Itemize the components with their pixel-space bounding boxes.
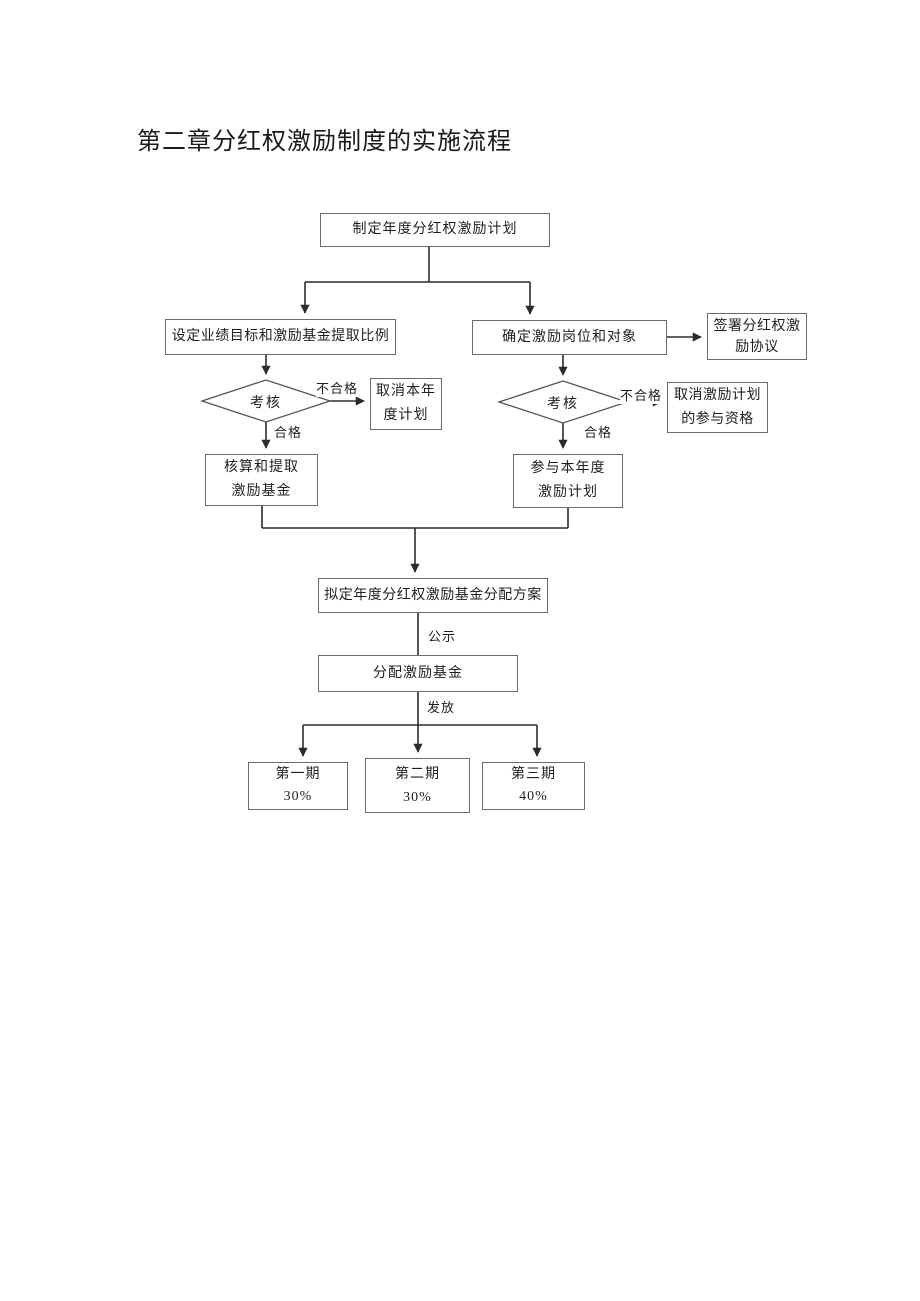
edge-label-pass-right: 合格: [584, 422, 613, 441]
node-draft-distribution-plan: 拟定年度分红权激励基金分配方案: [318, 578, 548, 613]
edge-label-issue: 发放: [427, 697, 456, 716]
phase-name: 第二期: [395, 766, 440, 782]
phase-percent: 30%: [403, 789, 432, 805]
node-label-line1: 签署分红权激: [713, 318, 801, 334]
node-label-line2: 励协议: [735, 339, 779, 355]
node-label: 分配激励基金: [373, 665, 463, 681]
node-determine-positions: 确定激励岗位和对象: [472, 320, 667, 355]
node-label-line2: 激励基金: [231, 484, 292, 499]
node-label-line1: 取消本年: [376, 384, 436, 399]
edge-label-publicity: 公示: [428, 626, 457, 645]
node-label-line2: 的参与资格: [681, 411, 754, 427]
node-label-line1: 参与本年度: [530, 461, 606, 476]
node-make-annual-plan: 制定年度分红权激励计划: [320, 213, 550, 247]
node-cancel-year-plan: 取消本年 度计划: [370, 378, 442, 430]
decision-label-assessment-right: 考核: [547, 397, 579, 412]
phase-percent: 30%: [283, 789, 313, 804]
node-sign-agreement: 签署分红权激 励协议: [707, 313, 807, 360]
node-join-year-plan: 参与本年度 激励计划: [513, 454, 623, 508]
node-label: 设定业绩目标和激励基金提取比例: [171, 329, 390, 344]
edge-label-pass-left: 合格: [274, 422, 303, 441]
node-label-line2: 度计划: [383, 408, 429, 423]
node-distribute-fund: 分配激励基金: [318, 655, 518, 692]
node-label-line2: 激励计划: [538, 485, 598, 500]
node-label-line1: 取消激励计划: [674, 387, 761, 403]
node-cancel-participation: 取消激励计划 的参与资格: [667, 382, 768, 433]
edge-label-fail-left: 不合格: [316, 378, 359, 397]
node-phase-3: 第三期 40%: [482, 762, 585, 810]
decision-label-assessment-left: 考核: [250, 396, 282, 411]
chapter-title: 第二章分红权激励制度的实施流程: [137, 129, 512, 155]
node-calculate-extract-fund: 核算和提取 激励基金: [205, 454, 318, 506]
connector-distribute-split: [303, 692, 537, 726]
node-set-targets-and-ratio: 设定业绩目标和激励基金提取比例: [165, 319, 396, 355]
edge-label-fail-right: 不合格: [620, 385, 663, 404]
phase-percent: 40%: [519, 789, 548, 804]
node-label: 确定激励岗位和对象: [502, 329, 637, 345]
node-label: 拟定年度分红权激励基金分配方案: [324, 587, 542, 603]
phase-name: 第一期: [275, 767, 321, 782]
connector-plan-split: [305, 247, 530, 283]
node-phase-1: 第一期 30%: [248, 762, 348, 810]
phase-name: 第三期: [511, 767, 556, 782]
connector-merge: [261, 506, 569, 529]
node-label-line1: 核算和提取: [224, 460, 299, 475]
node-phase-2: 第二期 30%: [365, 758, 470, 813]
node-label: 制定年度分红权激励计划: [352, 222, 518, 237]
